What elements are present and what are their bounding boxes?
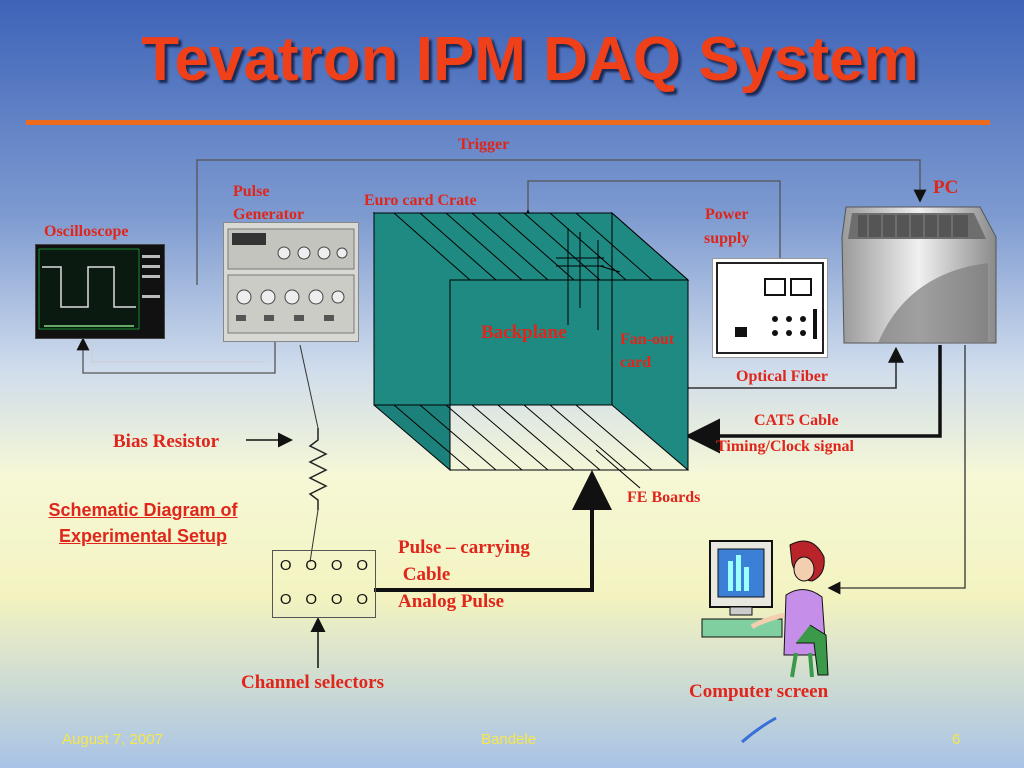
computer-user-image bbox=[700, 535, 834, 679]
slide-title: Tevatron IPM DAQ System bbox=[141, 25, 919, 94]
label-cat5-cable: CAT5 Cable bbox=[754, 412, 839, 429]
label-pc: PC bbox=[933, 177, 959, 198]
label-oscilloscope: Oscilloscope bbox=[44, 223, 129, 240]
decorative-swoosh bbox=[741, 716, 777, 744]
label-pulse-carrying-3: Analog Pulse bbox=[398, 591, 505, 612]
label-pulse-generator-2: Generator bbox=[233, 206, 305, 223]
pc-image bbox=[838, 203, 1000, 347]
channel-selector-mark[interactable]: O bbox=[356, 557, 369, 574]
label-backplane: Backplane bbox=[481, 322, 567, 343]
channel-selector-mark[interactable]: O bbox=[330, 557, 343, 574]
footer-date: August 7, 2007 bbox=[62, 731, 163, 748]
label-computer-screen: Computer screen bbox=[689, 681, 829, 702]
bias-resistor bbox=[308, 428, 328, 510]
pulse-cable-wire bbox=[374, 470, 612, 592]
channel-selector-mark[interactable]: O bbox=[305, 591, 318, 608]
crate-wire bbox=[521, 180, 781, 262]
label-bias-resistor: Bias Resistor bbox=[113, 431, 220, 452]
label-optical-fiber: Optical Fiber bbox=[736, 368, 828, 385]
euro-card-crate bbox=[372, 211, 690, 472]
channel-selector-mark[interactable]: O bbox=[279, 591, 292, 608]
label-fan-out-1: Fan-out bbox=[620, 331, 675, 348]
label-fan-out-2: card bbox=[620, 354, 652, 371]
trigger-wire bbox=[196, 159, 927, 285]
channel-selector-mark[interactable]: O bbox=[356, 591, 369, 608]
label-euro-card-crate: Euro card Crate bbox=[364, 192, 477, 209]
schematic-caption-1: Schematic Diagram of bbox=[48, 500, 238, 520]
label-fe-boards: FE Boards bbox=[627, 489, 701, 506]
schematic-caption-2: Experimental Setup bbox=[58, 526, 228, 546]
pc-screen-wire bbox=[827, 345, 966, 595]
channel-selector-mark[interactable]: O bbox=[279, 557, 292, 574]
label-power-supply-2: supply bbox=[704, 230, 750, 247]
title-rule bbox=[26, 120, 990, 125]
channel-selector-mark[interactable]: O bbox=[305, 557, 318, 574]
power-supply-image bbox=[712, 258, 828, 358]
footer-page-number: 6 bbox=[952, 731, 961, 748]
label-power-supply-1: Power bbox=[705, 206, 749, 223]
label-trigger: Trigger bbox=[458, 136, 510, 153]
cat5-wire bbox=[685, 345, 942, 454]
label-timing-clock: Timing/Clock signal bbox=[716, 438, 854, 455]
channel-selector-box: O O O O O O O O bbox=[272, 550, 376, 618]
label-pulse-generator-1: Pulse bbox=[233, 183, 270, 200]
label-pulse-carrying-1: Pulse – carrying bbox=[398, 537, 530, 558]
label-channel-selectors: Channel selectors bbox=[241, 672, 385, 693]
footer-author: Bandele bbox=[481, 731, 537, 748]
generator-resistor-wire bbox=[299, 344, 319, 429]
channel-selector-mark[interactable]: O bbox=[330, 591, 343, 608]
pulse-generator-image bbox=[223, 222, 359, 342]
label-pulse-carrying-2: Cable bbox=[398, 564, 451, 585]
generator-scope-wire bbox=[76, 337, 276, 374]
oscilloscope-image bbox=[35, 244, 165, 339]
